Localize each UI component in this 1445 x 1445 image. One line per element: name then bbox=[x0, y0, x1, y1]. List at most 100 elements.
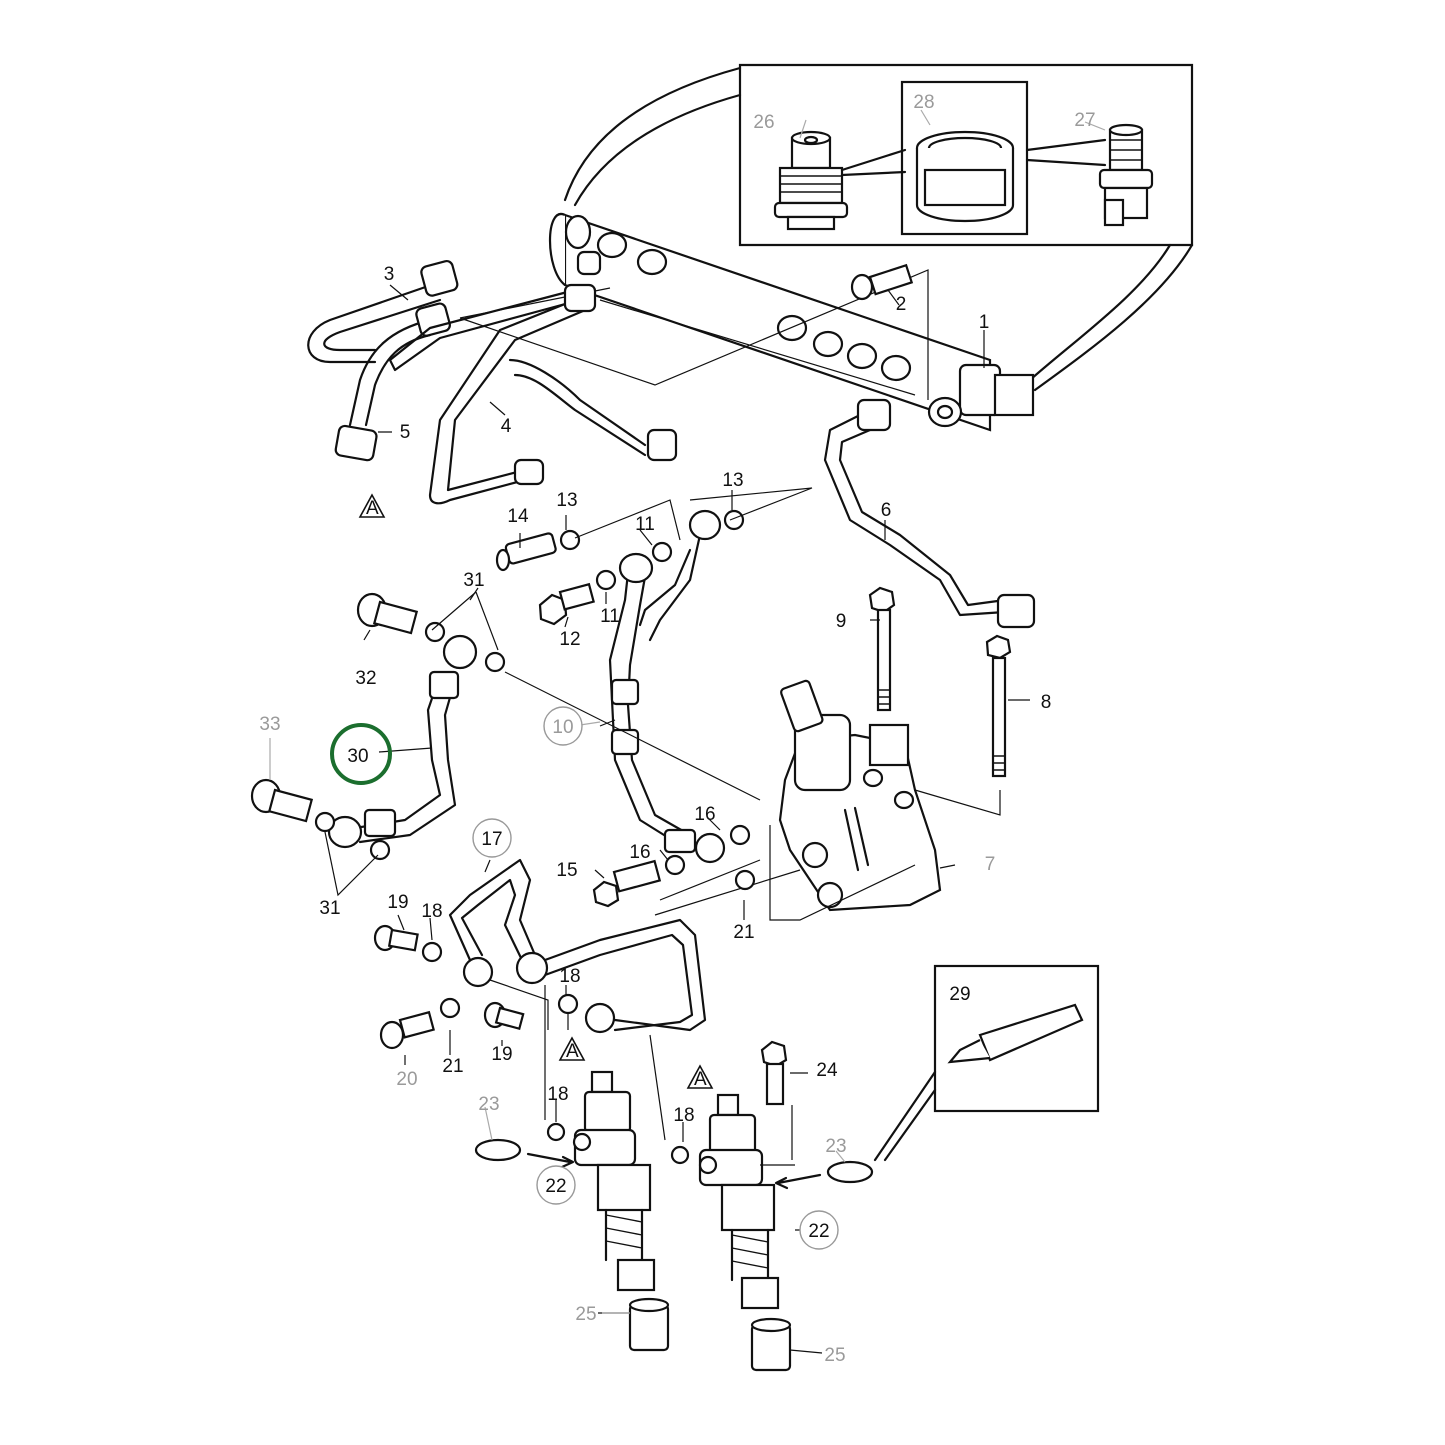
label-14: 14 bbox=[507, 506, 529, 527]
bolt-part-8[interactable] bbox=[985, 634, 1012, 778]
return-hose-part-10[interactable] bbox=[608, 509, 726, 864]
sleeve-part-25b[interactable] bbox=[750, 1317, 792, 1372]
washer-part-18d[interactable] bbox=[670, 1145, 690, 1165]
bolt-part-24[interactable] bbox=[760, 1040, 788, 1106]
bolt-part-12[interactable] bbox=[538, 582, 595, 626]
fuel-rail-part-1[interactable] bbox=[549, 212, 1035, 432]
label-25b: 25 bbox=[824, 1345, 845, 1366]
label-29: 29 bbox=[949, 984, 970, 1005]
label-18b: 18 bbox=[559, 966, 580, 987]
bolt-part-20[interactable] bbox=[379, 1010, 435, 1050]
label-24: 24 bbox=[816, 1060, 838, 1081]
fuel-pipe-part-6[interactable] bbox=[823, 398, 1036, 629]
label-19b: 19 bbox=[491, 1044, 512, 1065]
svg-text:30: 30 bbox=[347, 746, 368, 767]
label-16a: 16 bbox=[694, 804, 715, 825]
washer-part-13a[interactable] bbox=[559, 529, 581, 551]
label-12: 12 bbox=[559, 629, 580, 650]
label-5: 5 bbox=[400, 422, 411, 443]
label-23a: 23 bbox=[478, 1094, 499, 1115]
washer-part-21b[interactable] bbox=[439, 997, 461, 1019]
svg-text:A: A bbox=[566, 1041, 579, 1062]
pressure-sensor-part-27[interactable] bbox=[1098, 123, 1154, 227]
injection-pipe-part-3[interactable] bbox=[307, 259, 459, 364]
banjo-bolt-part-33[interactable] bbox=[250, 778, 314, 823]
washer-part-31c[interactable] bbox=[314, 811, 336, 833]
banjo-bolt-part-32[interactable] bbox=[356, 592, 419, 635]
label-3: 3 bbox=[384, 264, 395, 285]
svg-text:10: 10 bbox=[552, 717, 573, 738]
label-11a: 11 bbox=[635, 514, 655, 535]
washer-part-13b[interactable] bbox=[723, 509, 745, 531]
o-ring-part-23a[interactable] bbox=[474, 1138, 522, 1162]
bolt-part-2[interactable] bbox=[850, 263, 914, 301]
label-19a: 19 bbox=[387, 892, 408, 913]
label-32: 32 bbox=[355, 668, 376, 689]
reference-mark-a-3: A bbox=[686, 1064, 714, 1090]
filter-part-28[interactable] bbox=[915, 130, 1015, 223]
bolt-part-19a[interactable] bbox=[373, 924, 419, 952]
svg-text:A: A bbox=[366, 498, 379, 519]
pressure-valve-part-26[interactable] bbox=[773, 130, 849, 231]
washer-part-11a[interactable] bbox=[651, 541, 673, 563]
reference-mark-a-1: A bbox=[358, 493, 386, 519]
label-21a: 21 bbox=[733, 922, 754, 943]
washer-part-16a[interactable] bbox=[729, 824, 751, 846]
svg-text:A: A bbox=[694, 1069, 707, 1090]
banjo-bolt-part-15[interactable] bbox=[592, 859, 662, 908]
label-21b: 21 bbox=[442, 1056, 463, 1077]
label-16b: 16 bbox=[629, 842, 650, 863]
unit-injector-part-22b[interactable] bbox=[698, 1093, 780, 1310]
injection-pipe-part-4[interactable] bbox=[388, 250, 678, 505]
label-13a: 13 bbox=[556, 490, 577, 511]
callout-30-highlighted[interactable]: 30 bbox=[330, 723, 392, 785]
washer-part-31a[interactable] bbox=[424, 621, 446, 643]
injection-pipe-part-5[interactable] bbox=[334, 302, 451, 462]
inset-pressure-valve-group bbox=[563, 63, 1194, 392]
label-31b: 31 bbox=[319, 898, 340, 919]
o-ring-part-23b[interactable] bbox=[826, 1160, 874, 1184]
callout-17: 17 bbox=[472, 818, 512, 858]
washer-part-31d[interactable] bbox=[369, 839, 391, 861]
bolt-part-9[interactable] bbox=[868, 586, 896, 712]
unit-injector-part-22a[interactable] bbox=[572, 1070, 656, 1292]
svg-text:17: 17 bbox=[481, 829, 502, 850]
label-15: 15 bbox=[556, 860, 577, 881]
sleeve-part-25a[interactable] bbox=[628, 1297, 670, 1352]
label-2: 2 bbox=[896, 294, 907, 315]
reference-mark-a-2: A bbox=[558, 1036, 586, 1062]
label-7: 7 bbox=[985, 854, 996, 875]
label-13b: 13 bbox=[722, 470, 743, 491]
label-27: 27 bbox=[1074, 110, 1095, 131]
washer-part-21a[interactable] bbox=[734, 869, 756, 891]
label-28: 28 bbox=[913, 92, 934, 113]
bolt-part-19b[interactable] bbox=[483, 1001, 525, 1031]
washer-part-18b[interactable] bbox=[557, 993, 579, 1015]
label-9: 9 bbox=[836, 611, 847, 632]
callout-22b: 22 bbox=[799, 1210, 839, 1250]
leakoff-pipe-part-17[interactable] bbox=[448, 858, 707, 1034]
washer-part-18c[interactable] bbox=[546, 1122, 566, 1142]
label-23b: 23 bbox=[825, 1136, 846, 1157]
leakoff-pipe-part-30[interactable] bbox=[327, 634, 478, 849]
washer-part-31b[interactable] bbox=[484, 651, 506, 673]
label-26: 26 bbox=[753, 112, 774, 133]
callout-10: 10 bbox=[543, 706, 583, 746]
washer-part-16b[interactable] bbox=[664, 854, 686, 876]
label-11b: 11 bbox=[600, 606, 620, 627]
label-18a: 18 bbox=[421, 901, 442, 922]
label-31a: 31 bbox=[463, 570, 484, 591]
label-20: 20 bbox=[396, 1069, 417, 1090]
washer-part-18a[interactable] bbox=[421, 941, 443, 963]
label-4: 4 bbox=[501, 416, 512, 437]
washer-part-11b[interactable] bbox=[595, 569, 617, 591]
sealant-part-29-inset[interactable] bbox=[873, 964, 1100, 1162]
label-33: 33 bbox=[259, 714, 280, 735]
high-pressure-pump-part-7[interactable] bbox=[778, 679, 942, 912]
label-25a: 25 bbox=[575, 1304, 596, 1325]
label-18c: 18 bbox=[547, 1084, 568, 1105]
label-6: 6 bbox=[881, 500, 892, 521]
label-18d: 18 bbox=[673, 1105, 694, 1126]
banjo-bolt-part-14[interactable] bbox=[495, 532, 557, 572]
